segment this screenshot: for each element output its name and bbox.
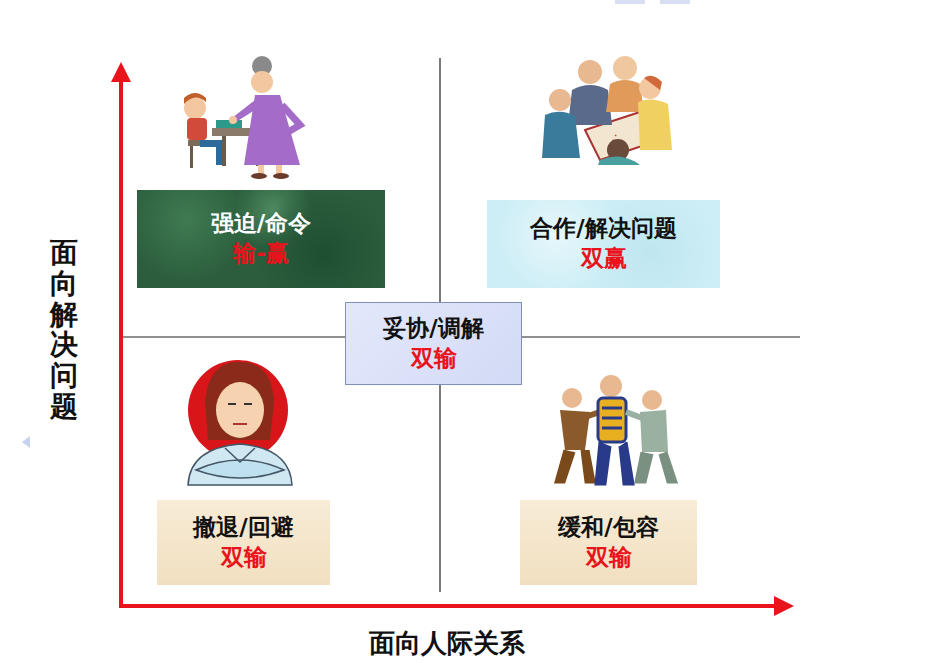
- decor-mark: [615, 0, 645, 4]
- strategy-name: 撤退/回避: [193, 513, 293, 543]
- x-axis-arrow: [119, 604, 790, 608]
- outcome-label: 输-赢: [233, 239, 289, 269]
- collaborating-box: 合作/解决问题双赢: [487, 200, 720, 288]
- decor-mark: [660, 0, 690, 4]
- y-axis-label: 面向解决问题: [50, 238, 78, 423]
- decor-mark: [22, 436, 30, 448]
- x-axis-label: 面向人际关系: [369, 626, 525, 661]
- avoiding-woman-figure: [188, 360, 292, 485]
- forcing-box: 强迫/命令输-赢: [137, 190, 385, 288]
- strategy-name: 妥协/调解: [383, 314, 483, 344]
- outcome-label: 双输: [411, 344, 457, 374]
- outcome-label: 双输: [586, 543, 632, 573]
- accommodating-men-figure: [556, 375, 676, 484]
- y-axis-arrow: [119, 66, 123, 606]
- compromising-box: 妥协/调解双输: [345, 302, 522, 385]
- meeting-group-figure: ∴: [542, 56, 672, 165]
- outcome-label: 双输: [221, 543, 267, 573]
- strategy-name: 缓和/包容: [558, 513, 658, 543]
- strategy-name: 强迫/命令: [211, 209, 311, 239]
- outcome-label: 双赢: [581, 244, 627, 274]
- avoiding-box: 撤退/回避双输: [157, 500, 330, 585]
- strategy-name: 合作/解决问题: [530, 214, 676, 244]
- teacher-child-figure: [184, 56, 300, 179]
- accommodating-box: 缓和/包容双输: [520, 500, 697, 585]
